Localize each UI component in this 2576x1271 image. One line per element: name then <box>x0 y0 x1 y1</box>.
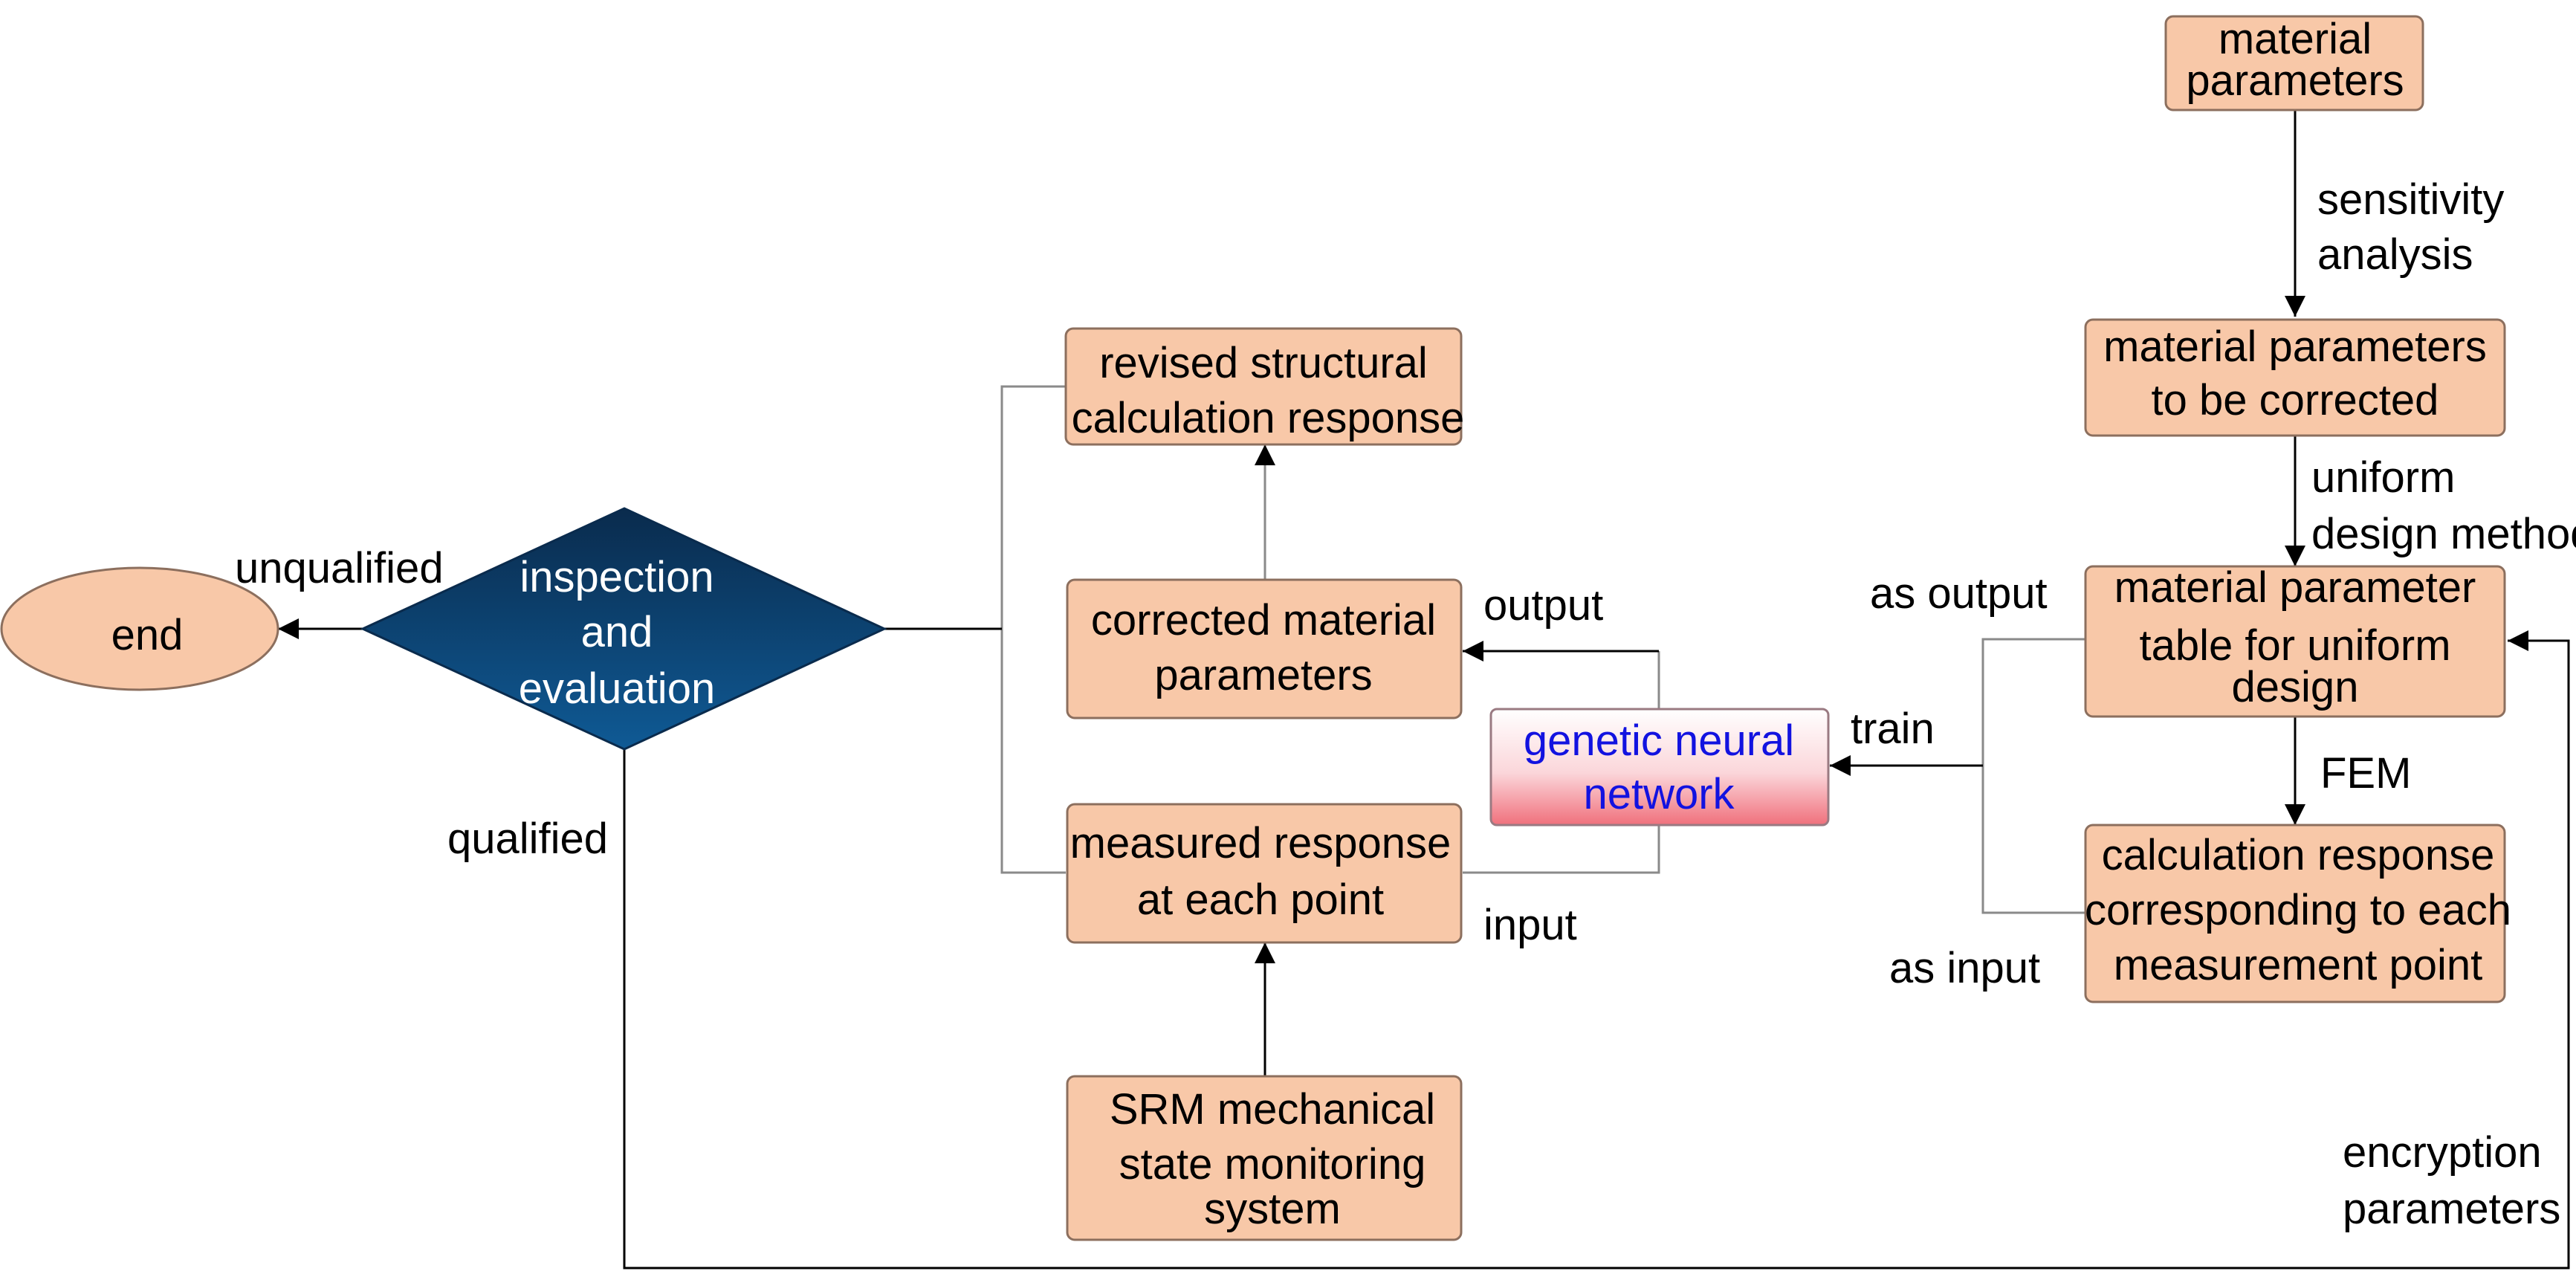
node-measured-response: measured response at each point <box>1066 803 1463 944</box>
node-calc-response-line1: calculation response <box>2102 831 2495 879</box>
node-uniform-table-line2: table for uniform <box>2139 621 2450 670</box>
node-revised-response-line1: revised structural <box>1099 339 1428 387</box>
label-unqualified: unqualified <box>235 544 444 592</box>
node-calc-response-line3: measurement point <box>2114 941 2482 989</box>
node-inspection-line2: and <box>581 608 653 656</box>
node-srm-system-line3: system <box>1204 1185 1341 1233</box>
edge-as-output <box>1981 638 2085 914</box>
node-params-to-correct-line2: to be corrected <box>2152 376 2439 424</box>
node-corrected-params: corrected material parameters <box>1066 578 1463 719</box>
label-qualified: qualified <box>447 815 608 863</box>
label-as-input: as input <box>1889 944 2040 992</box>
node-measured-response-line1: measured response <box>1070 819 1452 867</box>
edge-compare-bracket <box>1000 385 1066 874</box>
label-sensitivity: sensitivity <box>2317 175 2504 224</box>
node-srm-system: SRM mechanical state monitoring system <box>1066 1075 1463 1241</box>
node-srm-system-line1: SRM mechanical <box>1110 1085 1435 1133</box>
node-calc-response-line2: corresponding to each <box>2085 886 2511 934</box>
node-revised-response: revised structural calculation response <box>1064 327 1465 446</box>
label-input: input <box>1483 901 1577 949</box>
node-material-parameters-line2: parameters <box>2186 56 2404 105</box>
node-params-to-correct: material parameters to be corrected <box>2084 318 2506 437</box>
node-end: end <box>0 566 279 691</box>
label-output: output <box>1483 581 1603 630</box>
node-calc-response: calculation response corresponding to ea… <box>2084 824 2511 1003</box>
label-as-output: as output <box>1870 569 2048 618</box>
node-genetic-neural-network: genetic neural network <box>1489 708 1830 827</box>
node-corrected-params-line1: corrected material <box>1091 596 1436 644</box>
node-uniform-table-line3: design <box>2232 663 2359 711</box>
node-inspection-evaluation: inspection and evaluation <box>360 507 887 751</box>
node-genetic-nn-line2: network <box>1583 770 1735 818</box>
label-fem: FEM <box>2320 749 2411 798</box>
node-revised-response-line2: calculation response <box>1072 394 1465 442</box>
label-analysis: analysis <box>2317 230 2473 279</box>
label-parameters: parameters <box>2343 1185 2560 1233</box>
node-corrected-params-line2: parameters <box>1154 651 1372 699</box>
node-measured-response-line2: at each point <box>1137 876 1384 924</box>
node-inspection-line3: evaluation <box>519 664 715 713</box>
edge-input <box>1463 825 1660 874</box>
node-inspection-line1: inspection <box>520 553 713 601</box>
node-genetic-nn-line1: genetic neural <box>1524 717 1794 765</box>
node-material-parameters: material parameters <box>2164 15 2424 111</box>
node-srm-system-line2: state monitoring <box>1119 1140 1426 1188</box>
label-design-method: design method <box>2311 510 2576 558</box>
node-uniform-table: material parameter table for uniform des… <box>2084 563 2506 718</box>
label-train: train <box>1851 705 1935 753</box>
node-material-parameters-line1: material <box>2219 15 2372 63</box>
label-uniform: uniform <box>2311 453 2455 502</box>
node-end-label: end <box>111 611 184 659</box>
node-params-to-correct-line1: material parameters <box>2103 323 2487 371</box>
node-uniform-table-line1: material parameter <box>2114 563 2476 612</box>
label-encryption: encryption <box>2343 1128 2542 1177</box>
edge-qualified-loop <box>623 630 2570 1270</box>
